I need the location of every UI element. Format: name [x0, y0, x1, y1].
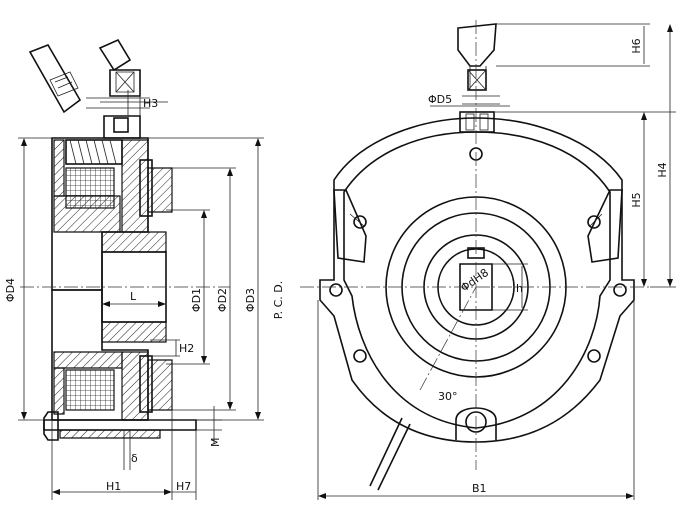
label-m: M	[209, 438, 222, 448]
label-h3: H3	[143, 97, 158, 110]
front-view: H6 H4 H5 ΦD5 B1 h ΦdH8 30°	[300, 20, 676, 500]
section-view: ΦD4 ΦD1 ΦD2 ΦD3 P. C. D. H3 H2 L M δ H1 …	[4, 38, 285, 500]
brake-body-front	[319, 117, 635, 491]
label-b1: B1	[472, 482, 487, 495]
label-h6: H6	[630, 38, 643, 53]
lower-coil	[65, 369, 115, 411]
label-l: L	[130, 290, 137, 303]
label-d2: ΦD2	[216, 288, 229, 312]
label-d1: ΦD1	[190, 288, 203, 312]
label-d4: ΦD4	[4, 278, 17, 302]
release-handle	[457, 23, 500, 133]
section-dimensions	[18, 90, 264, 500]
label-h1: H1	[106, 480, 121, 493]
release-lever-left	[28, 38, 150, 114]
brake-housing-section	[43, 115, 197, 441]
label-pcd: P. C. D.	[272, 281, 285, 320]
front-dimensions	[317, 23, 676, 500]
label-h7: H7	[176, 480, 191, 493]
label-h5: H5	[630, 192, 643, 207]
label-d3: ΦD3	[244, 288, 257, 312]
label-h: h	[516, 282, 523, 295]
label-delta: δ	[131, 452, 138, 465]
label-h2: H2	[179, 342, 194, 355]
label-d5: ΦD5	[428, 93, 452, 106]
label-h4: H4	[656, 162, 669, 177]
label-angle: 30°	[438, 390, 458, 403]
